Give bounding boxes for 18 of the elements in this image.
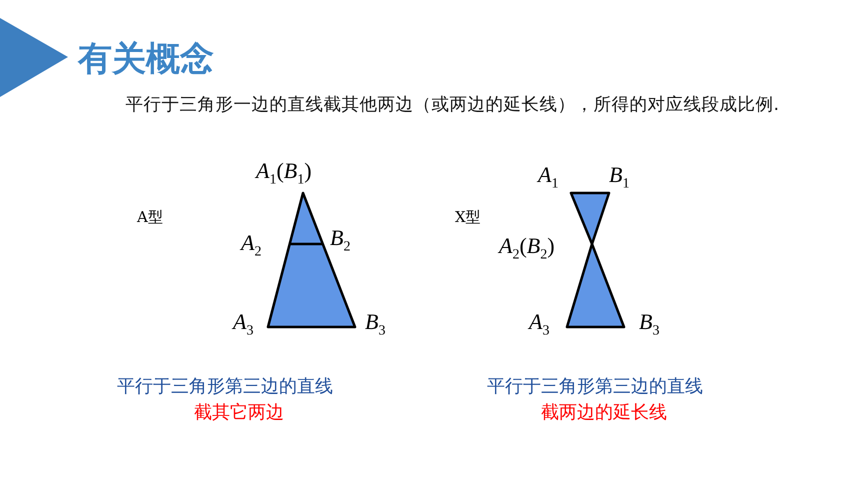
caption-text: 平行于三角形第三边的直线: [487, 375, 703, 398]
point-label: B$_{1}$: [609, 162, 630, 192]
point-label: A$_{2}$: [241, 230, 262, 260]
point-label: B$_{3}$: [639, 309, 660, 340]
point-label: B$_{3}$: [365, 309, 386, 340]
point-label: A$_{1}$: [538, 162, 558, 192]
point-label: A$_{3}$: [233, 309, 254, 340]
caption-text: 平行于三角形第三边的直线: [117, 375, 333, 398]
paragraph: 平行于三角形一边的直线截其他两边（或两边的延长线），所得的对应线段成比例.: [124, 94, 780, 117]
point-label: A$_{1}$(B$_{1}$): [256, 158, 312, 188]
caption-text: 截其它两边: [194, 401, 284, 424]
point-label: A$_{2}$(B$_{2}$): [499, 233, 555, 264]
slide-title: 有关概念: [78, 38, 214, 81]
point-label: B$_{2}$: [330, 225, 350, 256]
figure-type-label: A型: [137, 208, 163, 227]
caption-text: 截两边的延长线: [541, 401, 667, 424]
figure-type-label: X型: [455, 208, 481, 227]
point-label: A$_{3}$: [529, 309, 550, 340]
